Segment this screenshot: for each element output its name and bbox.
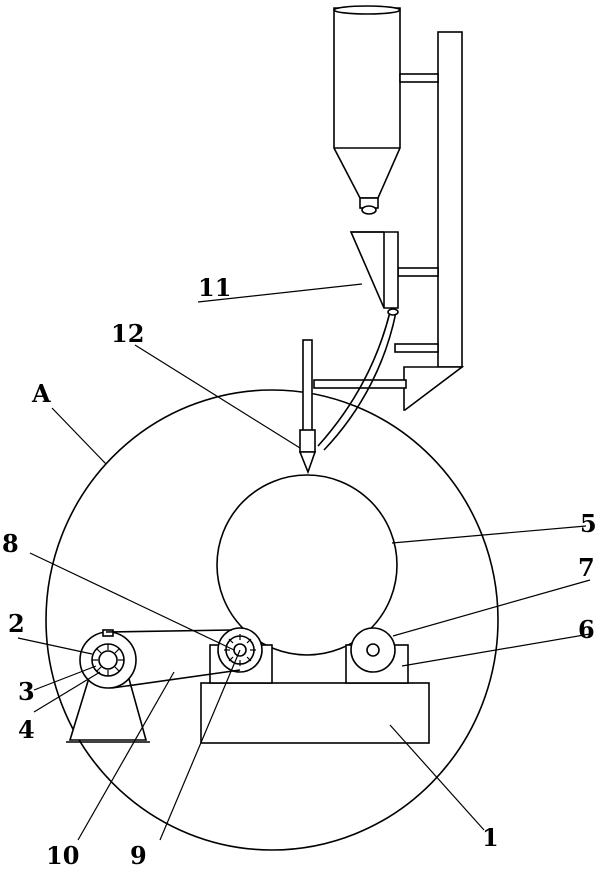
label-8: 8 [2, 529, 19, 558]
leader-lines [17, 283, 591, 841]
label-5: 5 [580, 509, 597, 538]
left-bearing-block [209, 627, 273, 684]
label-6: 6 [578, 615, 595, 644]
right-bearing-block [345, 627, 409, 684]
label-12: 12 [111, 319, 144, 348]
funnel [349, 231, 399, 309]
label-4: 4 [18, 715, 35, 744]
left-gear-teeth [224, 634, 256, 666]
label-9: 9 [130, 841, 147, 870]
label-10: 10 [46, 841, 79, 870]
label-1: 1 [482, 823, 499, 852]
workpiece-sphere [216, 474, 398, 656]
drive-belt [105, 629, 241, 689]
motor-assembly [66, 629, 150, 743]
nozzle [298, 339, 317, 475]
label-11: 11 [198, 273, 231, 302]
feed-pipe [317, 308, 399, 451]
enclosure-circle-a [45, 389, 499, 851]
support-column [313, 31, 465, 411]
label-3: 3 [18, 677, 35, 706]
label-2: 2 [8, 609, 25, 638]
label-a: A [31, 379, 51, 408]
hopper [333, 5, 401, 215]
label-7: 7 [578, 553, 595, 582]
base-block [200, 682, 430, 744]
